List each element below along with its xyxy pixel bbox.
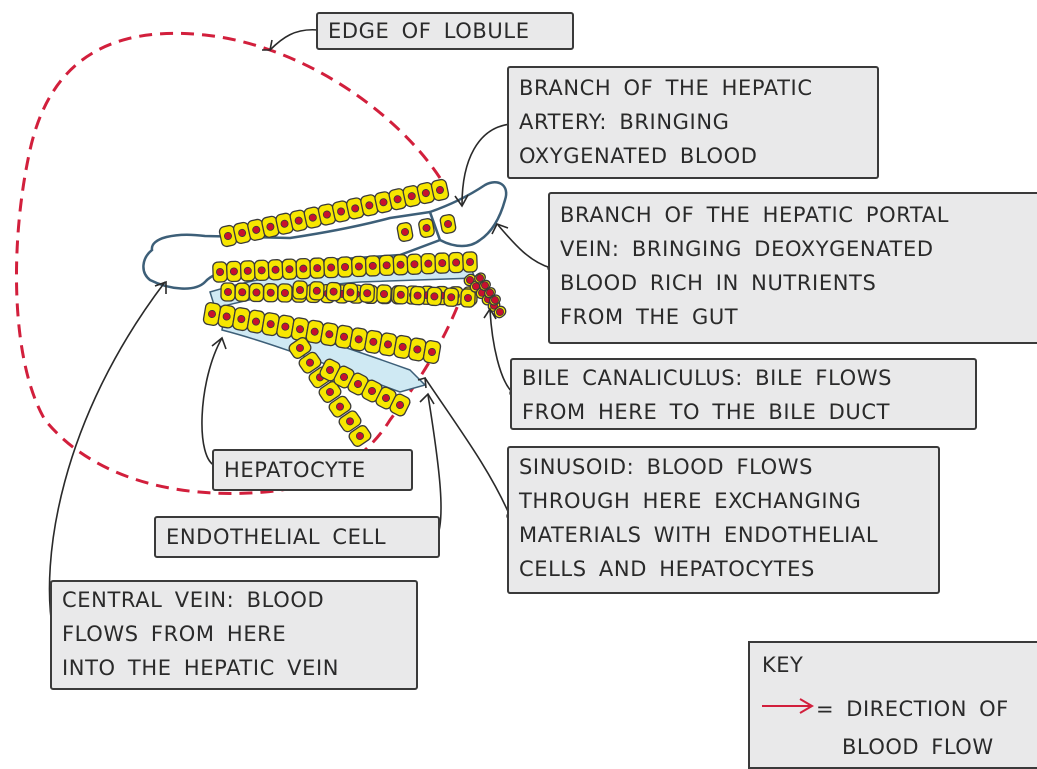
label-text-line: BLOOD RICH IN NUTRIENTS [560, 266, 1028, 300]
hepatocyte-cell [254, 260, 269, 281]
label-text-line: OXYGENATED BLOOD [519, 139, 867, 173]
label-text-line: MATERIALS WITH ENDOTHELIAL [519, 518, 928, 552]
label-hepatocyte: HEPATOCYTE [212, 449, 413, 491]
hepatocyte-cell [240, 261, 255, 282]
hepatocyte-cell [360, 284, 375, 303]
hepatocyte-cell [444, 288, 459, 307]
label-text-line: BRANCH OF THE HEPATIC [519, 71, 867, 105]
hepatocyte-cell [396, 222, 413, 242]
hepatocyte-cell [249, 283, 263, 301]
pointer-hepatocyte [202, 338, 222, 466]
label-text-line: CENTRAL VEIN: BLOOD [62, 583, 406, 617]
label-text-line: THROUGH HERE EXCHANGING [519, 484, 928, 518]
pointer-edge-of-lobule [270, 30, 318, 50]
label-text-line: BILE CANALICULUS: BILE FLOWS [522, 361, 965, 395]
hepatocyte-cell [418, 218, 435, 238]
label-text-line: FROM HERE TO THE BILE DUCT [522, 395, 965, 429]
hepatocyte-cell [343, 283, 358, 302]
label-endothelial-cell-text: ENDOTHELIAL CELL [166, 518, 428, 556]
hepatocyte-cell [264, 284, 278, 302]
hepatocyte-cell [449, 252, 464, 273]
label-central-vein: CENTRAL VEIN: BLOOD FLOWS FROM HERE INTO… [50, 580, 418, 690]
key-arrow-meaning-line1: = DIRECTION OF [816, 697, 1009, 721]
hepatocyte-cell [296, 258, 311, 279]
hepatocyte-cell [427, 287, 442, 306]
label-text-line: FROM THE GUT [560, 300, 1028, 334]
hepatocyte-cell [310, 258, 325, 279]
hepatocyte-cell [410, 286, 425, 305]
label-hepatic-portal-vein: BRANCH OF THE HEPATIC PORTAL VEIN: BRING… [548, 192, 1037, 344]
hepatocyte-cell [221, 283, 235, 301]
hepatocyte-cell [423, 340, 442, 364]
label-edge-of-lobule: EDGE OF LOBULE [316, 12, 574, 50]
label-text-line: FLOWS FROM HERE [62, 617, 406, 651]
hepatocyte-cell [439, 214, 456, 234]
hepatocyte-cell [293, 281, 308, 300]
hepatocyte-cell [393, 255, 408, 276]
hepatocyte-cell [379, 255, 394, 276]
label-hepatic-artery: BRANCH OF THE HEPATIC ARTERY: BRINGING O… [507, 66, 879, 179]
pointer-sinusoid [425, 378, 510, 516]
hepatocyte-cell [309, 281, 324, 300]
hepatocyte-cell [226, 261, 241, 282]
hepatocyte-cell [435, 253, 450, 274]
hepatocyte-cell [421, 253, 436, 274]
hepatocyte-cell [351, 256, 366, 277]
label-hepatocyte-text: HEPATOCYTE [224, 451, 401, 489]
hepatocyte-cell [235, 283, 249, 301]
hepatocyte-cell [326, 282, 341, 301]
hepatocyte-cell [278, 284, 292, 302]
label-text-line: ARTERY: BRINGING [519, 105, 867, 139]
hepatocyte-cell [365, 256, 380, 277]
label-bile-canaliculus: BILE CANALICULUS: BILE FLOWS FROM HERE T… [510, 358, 977, 430]
hepatocyte-cell [463, 252, 478, 273]
hepatocyte-cell [377, 285, 392, 304]
hepatocyte-cell [393, 285, 408, 304]
hepatocyte-cell [268, 260, 283, 281]
red-arrow-icon [760, 695, 816, 717]
label-text-line: INTO THE HEPATIC VEIN [62, 651, 406, 685]
hepatocyte-cell [213, 262, 228, 283]
key-title: KEY [762, 653, 803, 677]
label-sinusoid: SINUSOID: BLOOD FLOWS THROUGH HERE EXCHA… [507, 446, 940, 594]
label-text-line: SINUSOID: BLOOD FLOWS [519, 450, 928, 484]
label-text-line: BRANCH OF THE HEPATIC PORTAL [560, 198, 1028, 232]
key-box: KEY = DIRECTION OF BLOOD FLOW [748, 641, 1037, 769]
hepatocyte-cell [324, 257, 339, 278]
hepatocyte-cell [407, 254, 422, 275]
label-endothelial-cell: ENDOTHELIAL CELL [154, 516, 440, 558]
key-arrow-meaning-line2: BLOOD FLOW [842, 735, 994, 759]
hepatocyte-cell [338, 257, 353, 278]
pointer-portal-vein [498, 225, 551, 268]
label-text-line: VEIN: BRINGING DEOXYGENATED [560, 232, 1028, 266]
pointer-bile-canaliculus [490, 310, 512, 392]
label-text-line: CELLS AND HEPATOCYTES [519, 552, 928, 586]
hepatocyte-cell [282, 259, 297, 280]
label-edge-of-lobule-text: EDGE OF LOBULE [328, 14, 562, 48]
